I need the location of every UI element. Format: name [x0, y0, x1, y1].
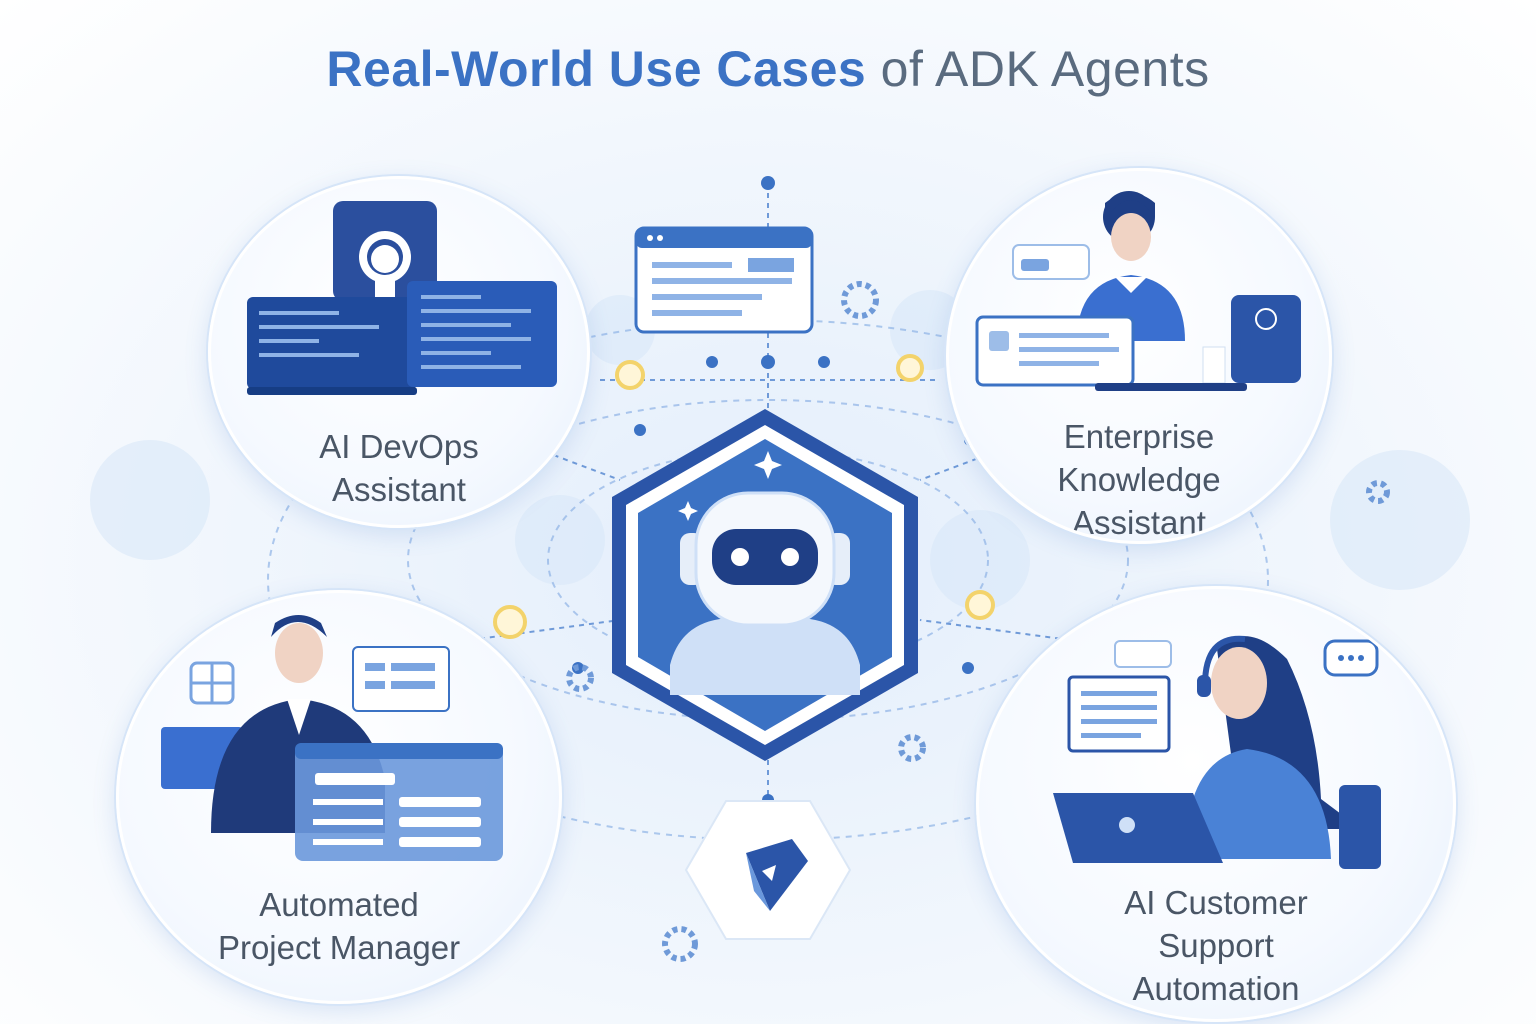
project-label: Automated Project Manager	[119, 883, 559, 969]
page-title: Real-World Use Cases of ADK Agents	[0, 40, 1536, 98]
support-label: AI Customer Support Automation	[979, 881, 1453, 1010]
headset-icon	[1197, 635, 1246, 697]
project-label-line2: Project Manager	[217, 929, 461, 966]
support-label-line1: AI Customer	[1124, 884, 1308, 921]
project-label-line1: Automated	[259, 886, 419, 923]
devops-label: AI DevOps Assistant	[211, 425, 587, 511]
devops-label-line2: Assistant	[332, 471, 466, 508]
knowledge-label: Enterprise Knowledge Assistant	[949, 415, 1329, 541]
support-label-line2: Support	[1158, 927, 1274, 964]
use-case-support: AI Customer Support Automation	[976, 586, 1456, 1022]
robot-agent-badge	[612, 409, 918, 761]
sparkle-icon	[678, 451, 782, 521]
github-icon	[359, 231, 411, 297]
support-illustration	[1053, 635, 1381, 869]
knowledge-label-line3: Assistant	[1072, 504, 1206, 541]
floating-window-icon	[634, 226, 814, 334]
use-case-devops: AI DevOps Assistant	[208, 176, 590, 528]
chat-bubble-icon	[1323, 639, 1379, 677]
knowledge-label-line2: Knowledge	[1057, 461, 1221, 498]
title-rest: of ADK Agents	[880, 41, 1210, 97]
devops-label-line1: AI DevOps	[319, 428, 479, 465]
support-label-line3: Automation	[1132, 970, 1300, 1007]
knowledge-label-line1: Enterprise	[1063, 418, 1215, 455]
project-illustration	[161, 615, 503, 861]
title-bold: Real-World Use Cases	[326, 41, 867, 97]
gear-icon	[566, 281, 1390, 962]
devops-illustration	[247, 201, 557, 395]
knowledge-illustration	[975, 191, 1301, 391]
glow-nodes	[493, 354, 995, 639]
use-case-knowledge: Enterprise Knowledge Assistant	[946, 168, 1332, 544]
robot-icon	[670, 491, 860, 695]
adk-logo-icon	[684, 800, 852, 940]
use-case-project: Automated Project Manager	[116, 590, 562, 1004]
